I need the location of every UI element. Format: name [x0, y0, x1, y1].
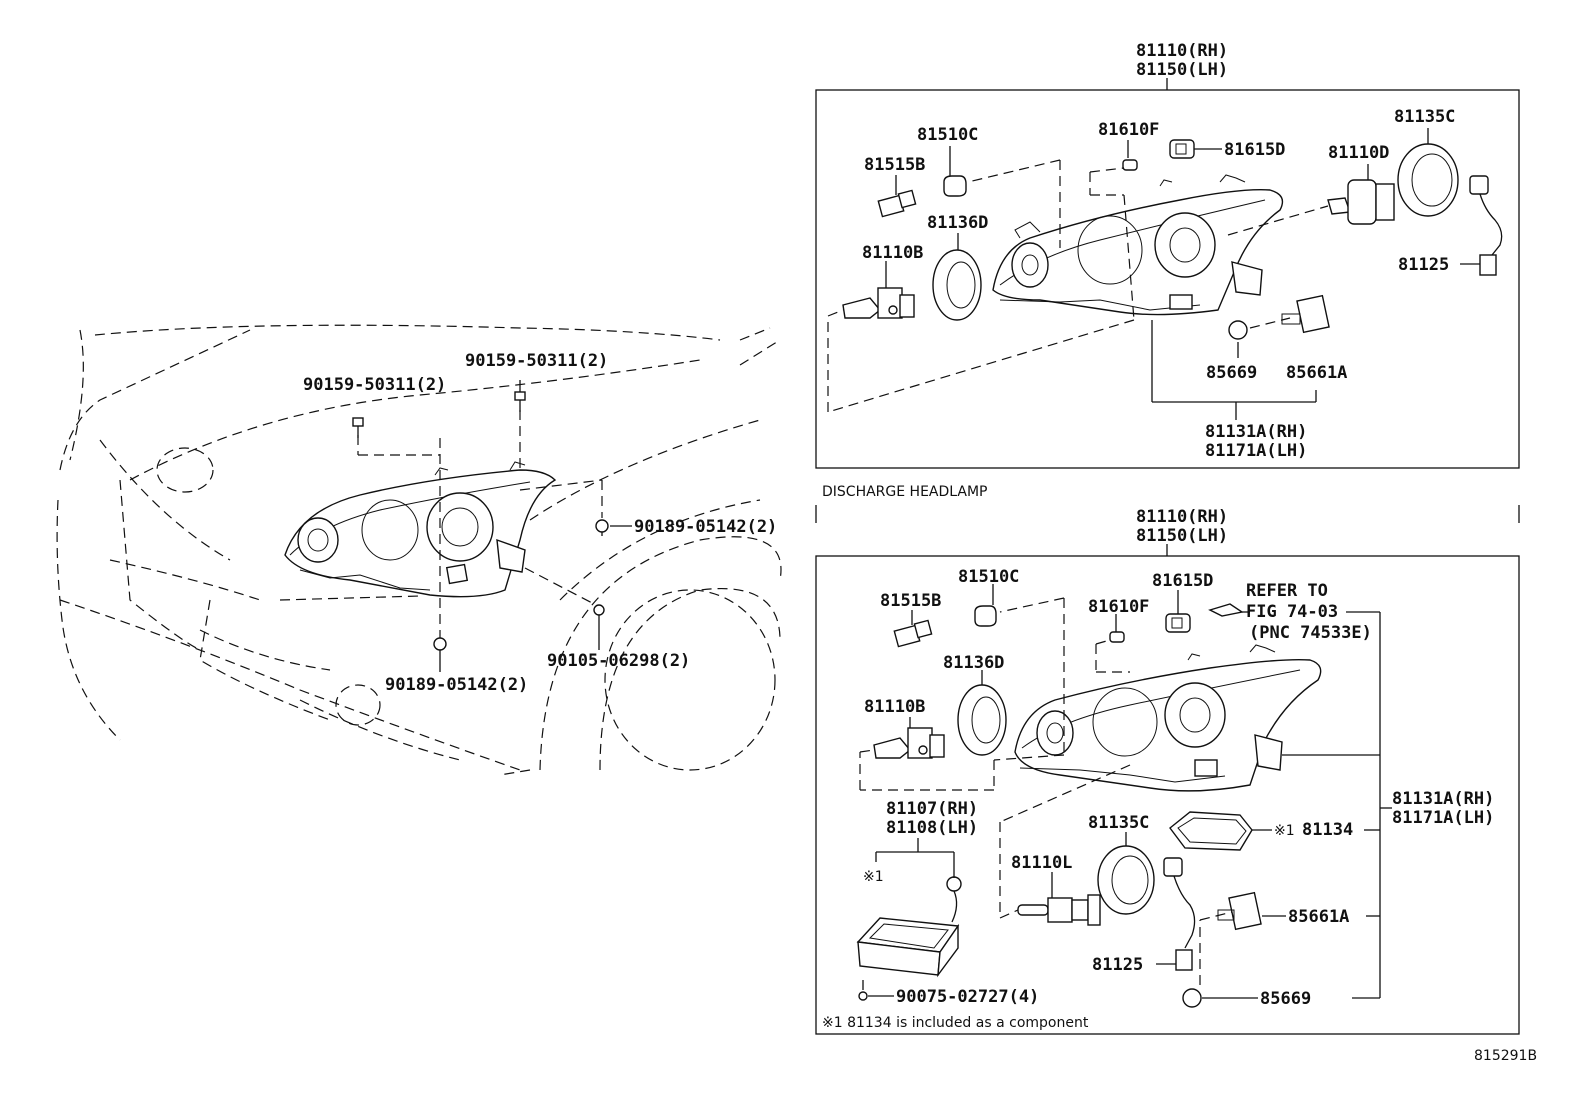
assembly-rh-label-2: 81110(RH)	[1136, 507, 1228, 527]
screw-label-2: 90075-02727(4)	[896, 987, 1039, 1007]
figure-id: 815291B	[1474, 1048, 1537, 1064]
part-81110B: 81110B	[862, 243, 923, 263]
socket-icon-2	[893, 619, 933, 648]
small-bulb-icon	[1122, 159, 1138, 171]
halogen-headlamp-group: 81110(RH) 81150(LH)	[815, 41, 1520, 469]
sub-assembly-lh-2: 81171A(LH)	[1392, 808, 1494, 828]
socket-small-icon-2	[1165, 613, 1191, 633]
part-81125: 81125	[1398, 255, 1449, 275]
discharge-box-frame	[815, 555, 1520, 1035]
bolt-icon	[352, 417, 364, 438]
nut-label-bottom: 90189-05142(2)	[385, 675, 528, 695]
bulb-icon-2	[974, 605, 997, 627]
fig-reference-link[interactable]: FIG 74-03	[1246, 602, 1338, 622]
part-85661A: 85661A	[1286, 363, 1347, 383]
dust-cover-icon	[1397, 143, 1459, 217]
screw-icon-2	[858, 980, 868, 1001]
socket-icon	[877, 189, 917, 218]
part-85661A-2: 85661A	[1288, 907, 1349, 927]
bolt-label-upper-right: 90159-50311(2)	[465, 351, 608, 371]
leveling-motor-icon	[1281, 294, 1330, 334]
ballast-rh-label: 81107(RH)	[886, 799, 978, 819]
hid-bulb-icon	[1017, 894, 1101, 926]
part-81136D: 81136D	[927, 213, 988, 233]
wiring-connector-icon-2	[1163, 857, 1196, 971]
o-ring-icon	[1228, 320, 1248, 340]
socket-small-icon	[1169, 139, 1195, 159]
bulb-icon	[943, 175, 967, 197]
ballast-icon	[856, 876, 962, 978]
part-85669-2: 85669	[1260, 989, 1311, 1009]
halogen-bulb-icon	[842, 287, 915, 319]
nut-label-right: 90189-05142(2)	[634, 517, 777, 537]
footnote: ※1 81134 is included as a component	[822, 1015, 1089, 1031]
bolt-icon	[514, 391, 526, 412]
assembly-lh-label-2: 81150(LH)	[1136, 526, 1228, 546]
refer-to-label: REFER TO	[1246, 581, 1328, 601]
sub-assembly-rh-2: 81131A(RH)	[1392, 789, 1494, 809]
part-81110D: 81110D	[1328, 143, 1389, 163]
part-81610F: 81610F	[1098, 120, 1159, 140]
part-81515B: 81515B	[864, 155, 925, 175]
part-81510C-2: 81510C	[958, 567, 1019, 587]
part-81610F-2: 81610F	[1088, 597, 1149, 617]
part-81135C: 81135C	[1394, 107, 1455, 127]
assembly-lh-label: 81150(LH)	[1136, 60, 1228, 80]
bolt-label-upper-left: 90159-50311(2)	[303, 375, 446, 395]
part-81110L: 81110L	[1011, 853, 1072, 873]
screw-icon	[593, 604, 605, 625]
headlamp-unit	[992, 174, 1284, 316]
part-81615D: 81615D	[1224, 140, 1285, 160]
leveling-motor-icon-2	[1217, 891, 1262, 931]
halogen-bulb-icon-2	[873, 727, 945, 759]
part-81134: 81134	[1302, 820, 1353, 840]
note-mark-gasket: ※1	[1274, 823, 1295, 839]
pnc-reference: (PNC 74533E)	[1249, 623, 1372, 643]
part-81510C: 81510C	[917, 125, 978, 145]
part-81125-2: 81125	[1092, 955, 1143, 975]
reference-arrow-icon	[1208, 603, 1244, 617]
small-bulb-icon-2	[1109, 631, 1125, 643]
part-81615D-2: 81615D	[1152, 571, 1213, 591]
high-beam-bulb-icon	[1327, 179, 1395, 225]
part-81136D-2: 81136D	[943, 653, 1004, 673]
part-81515B-2: 81515B	[880, 591, 941, 611]
sub-assembly-rh: 81131A(RH)	[1205, 422, 1307, 442]
wiring-connector-icon	[1469, 175, 1503, 276]
o-ring-icon-2	[1182, 988, 1202, 1008]
ballast-lh-label: 81108(LH)	[886, 818, 978, 838]
screw-label: 90105-06298(2)	[547, 651, 690, 671]
assembly-rh-label: 81110(RH)	[1136, 41, 1228, 61]
dust-cover-icon-2	[1097, 845, 1155, 915]
discharge-heading: DISCHARGE HEADLAMP	[822, 484, 988, 500]
nut-icon	[595, 519, 609, 536]
part-81110B-2: 81110B	[864, 697, 925, 717]
headlamp-unit-discharge	[1014, 644, 1322, 792]
gasket-icon	[1169, 811, 1253, 851]
halogen-box-frame	[815, 89, 1520, 469]
seal-ring-icon-2	[957, 684, 1007, 756]
discharge-headlamp-group: DISCHARGE HEADLAMP 81110(RH) 81150(LH)	[815, 484, 1520, 1035]
sub-assembly-lh: 81171A(LH)	[1205, 441, 1307, 461]
note-mark: ※1	[863, 869, 884, 885]
car-front-view: 90159-50311(2) 90159-50311(2) 90189-0514…	[56, 324, 782, 776]
part-81135C-2: 81135C	[1088, 813, 1149, 833]
seal-ring-icon	[932, 249, 982, 321]
nut-icon	[433, 637, 447, 658]
part-85669: 85669	[1206, 363, 1257, 383]
